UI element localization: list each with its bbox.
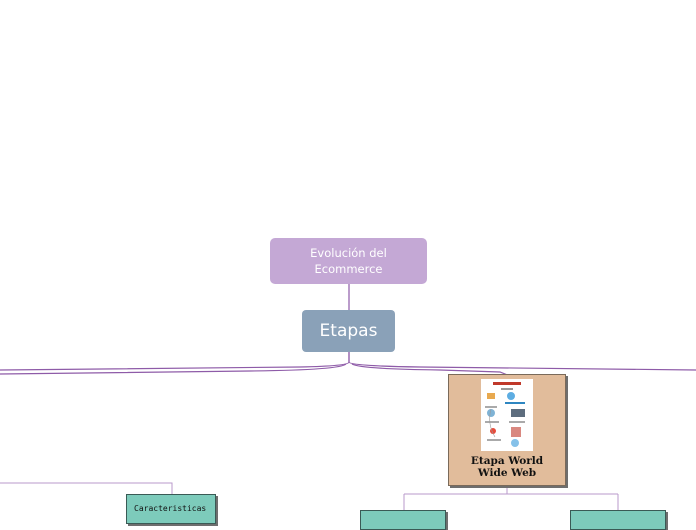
www-to-children-line — [403, 486, 619, 512]
www-child-topic-2[interactable] — [570, 510, 666, 530]
root-topic-label: Evolución del Ecommerce — [310, 246, 387, 276]
www-child-topic-1[interactable] — [360, 510, 446, 530]
subtopic-label: Etapa World Wide Web — [470, 455, 544, 479]
right-branch-second-line — [351, 363, 511, 377]
left-branch-second-line — [0, 363, 347, 375]
subtopic-etapa-world-wide-web[interactable]: Etapa World Wide Web — [448, 374, 566, 486]
etapas-to-left-branch-line — [0, 352, 350, 371]
subtopic-caracteristicas[interactable]: Caracteristicas — [126, 494, 216, 524]
root-topic-evolucion-ecommerce[interactable]: Evolución del Ecommerce — [270, 238, 427, 284]
infographic-image — [481, 379, 533, 451]
left-to-caracteristicas-line — [0, 482, 173, 494]
etapas-to-right-branch-line — [348, 352, 696, 371]
main-topic-etapas[interactable]: Etapas — [302, 310, 395, 352]
subtopic-caracteristicas-label: Caracteristicas — [134, 504, 207, 513]
main-topic-label: Etapas — [319, 321, 378, 341]
